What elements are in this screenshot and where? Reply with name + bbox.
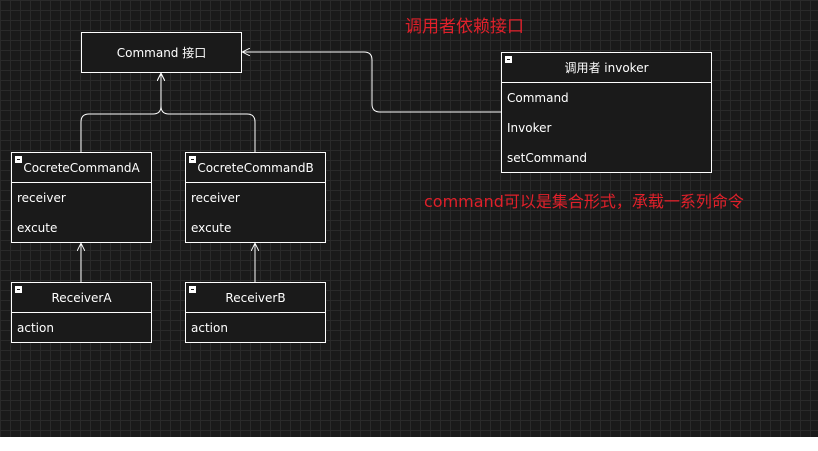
invoker-field: Command [507,91,569,105]
command-interface-label: Command 接口 [116,46,207,60]
receiver-a-title: ReceiverA [51,290,112,305]
command-a-field: excute [17,221,58,235]
receiver-a-header: ReceiverA [12,283,151,313]
command-b-field: receiver [191,191,240,205]
command-b-header: CocreteCommandB [186,153,325,183]
invoker-header: 调用者 invoker [502,53,711,83]
edge-commandB-to-interface [161,74,256,152]
edge-commandA-to-interface [80,74,161,152]
command-a-header: CocreteCommandA [12,153,151,183]
invoker-title: 调用者 invoker [564,61,649,75]
command-a-title: CocreteCommandA [23,160,140,175]
diagram-canvas[interactable]: Command 接口 调用者 invoker Command Invoker s… [0,0,818,437]
receiver-a-class-node[interactable]: ReceiverA action [11,282,152,343]
collection-note[interactable]: command可以是集合形式，承载一系列命令 [424,192,744,211]
receiver-a-field: action [17,321,54,335]
invoker-class-node[interactable]: 调用者 invoker Command Invoker setCommand [501,52,712,173]
command-a-class-node[interactable]: CocreteCommandA receiver excute [11,152,152,243]
collapse-icon[interactable] [15,156,22,163]
invoker-field: Invoker [507,121,552,135]
invoker-dependency-note[interactable]: 调用者依赖接口 [405,17,524,37]
edge-invoker-to-interface [243,52,501,113]
collapse-icon[interactable] [189,156,196,163]
collapse-icon[interactable] [15,286,22,293]
collapse-icon[interactable] [189,286,196,293]
command-interface-node[interactable]: Command 接口 [81,32,242,73]
receiver-b-title: ReceiverB [225,290,286,305]
command-a-field: receiver [17,191,66,205]
invoker-field: setCommand [507,151,588,165]
command-b-class-node[interactable]: CocreteCommandB receiver excute [185,152,326,243]
receiver-b-field: action [191,321,228,335]
receiver-b-class-node[interactable]: ReceiverB action [185,282,326,343]
receiver-b-header: ReceiverB [186,283,325,313]
collapse-icon[interactable] [505,56,512,63]
edges-layer [0,0,501,282]
command-b-title: CocreteCommandB [197,160,314,175]
command-b-field: excute [191,221,232,235]
